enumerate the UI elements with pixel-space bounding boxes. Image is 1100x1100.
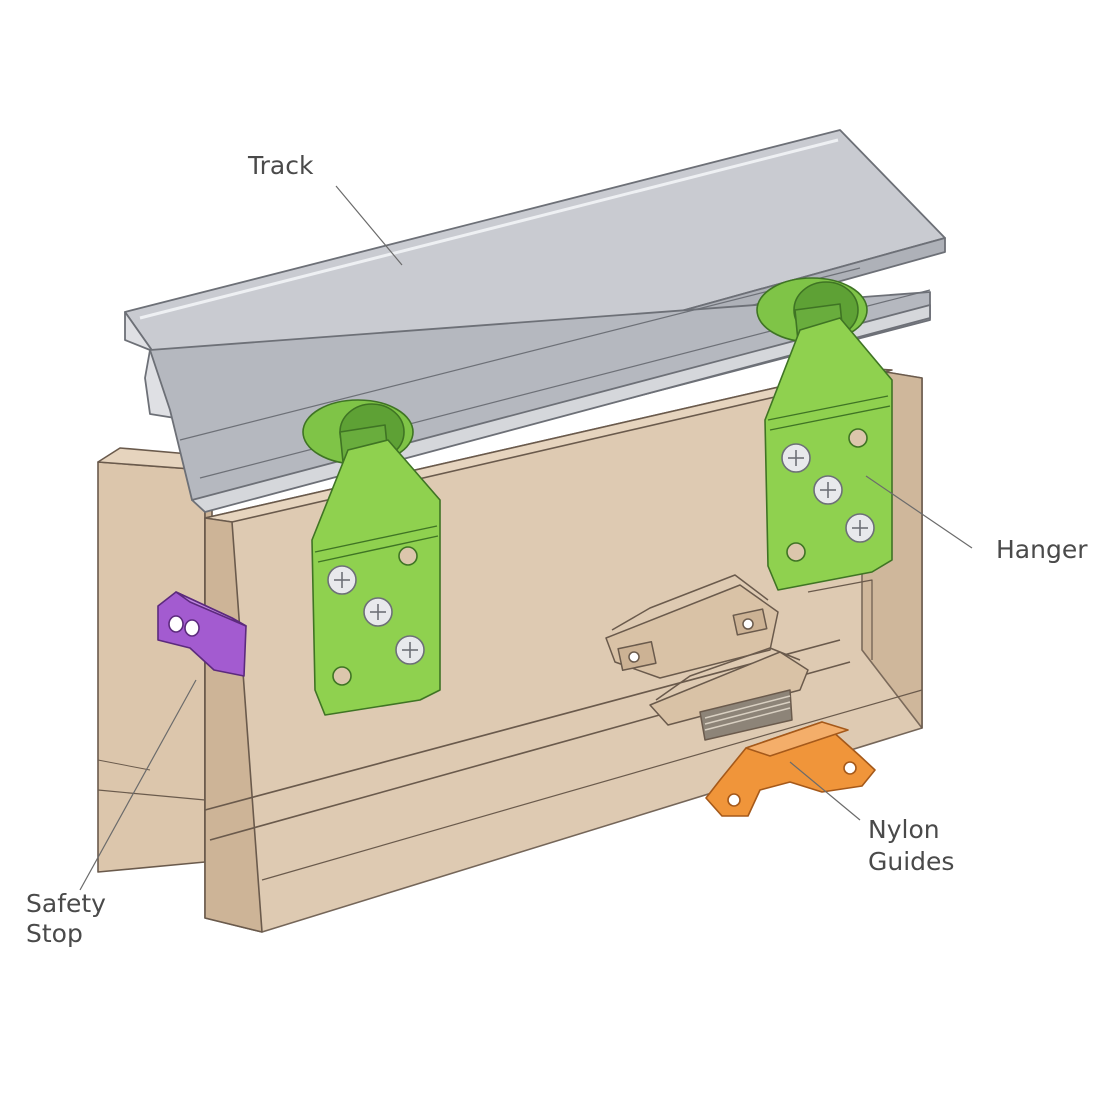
hanger-leader-line <box>865 475 973 549</box>
safety-stop-leader-line <box>79 679 197 891</box>
safety-stop-label-line1: Safety <box>26 889 106 918</box>
safety-stop <box>157 591 247 677</box>
track-label: Track <box>247 151 314 180</box>
screw-head-icon <box>363 597 393 627</box>
screw-head-icon <box>813 475 843 505</box>
nylon-guides-label-line2: Guides <box>868 847 954 876</box>
nylon-guide <box>705 721 876 817</box>
screw-head-icon <box>327 565 357 595</box>
guide-bracket-upper <box>605 574 779 679</box>
nylon-guides-label-line1: Nylon <box>868 815 940 844</box>
hanger-label: Hanger <box>996 535 1088 564</box>
track-leader-line <box>335 185 403 266</box>
safety-stop-label-line2: Stop <box>26 919 83 948</box>
guide-bracket-lower <box>649 647 809 741</box>
screw-head-icon <box>781 443 811 473</box>
nylon-guides-leader-line <box>789 761 861 821</box>
screw-head-icon <box>395 635 425 665</box>
screw-head-icon <box>845 513 875 543</box>
back-door-panel <box>97 447 213 873</box>
hanger-right <box>756 277 893 591</box>
hanger-left <box>302 399 441 716</box>
